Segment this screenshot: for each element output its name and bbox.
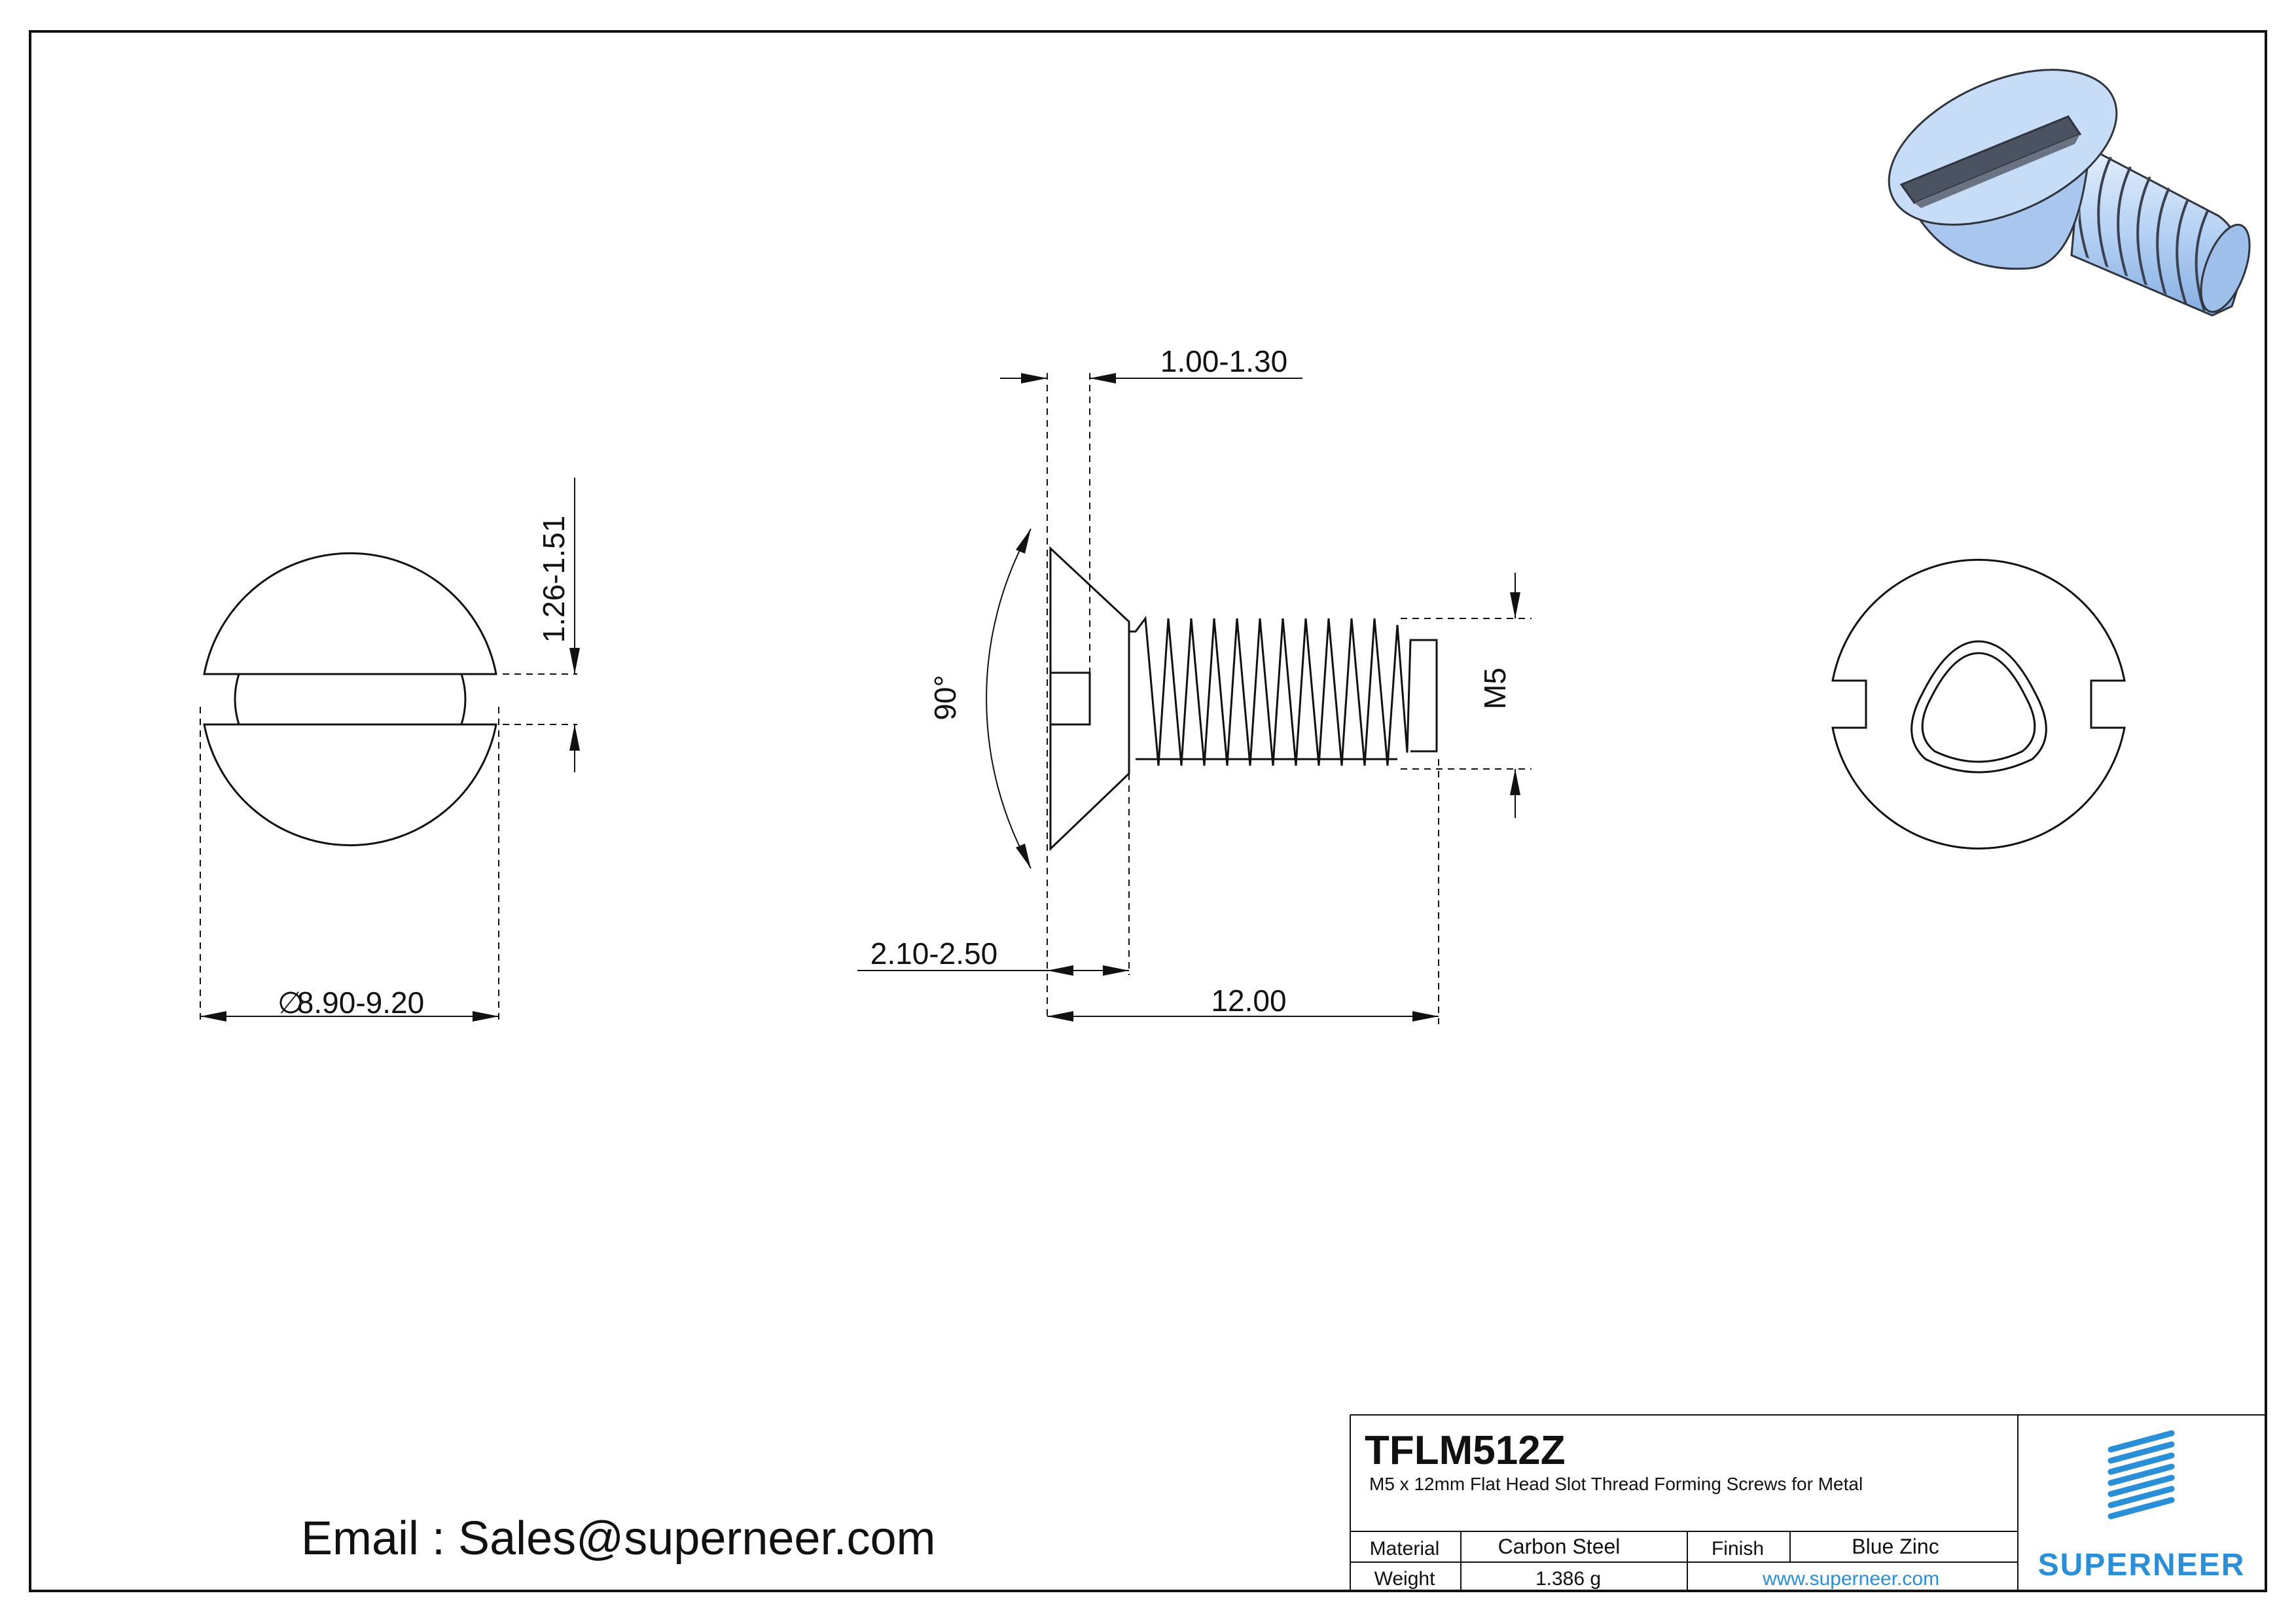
screw-side-view [857, 373, 1532, 1024]
finish-label: Finish [1712, 1538, 1764, 1560]
head-height-dimension: 2.10-2.50 [870, 936, 997, 971]
part-description: M5 x 12mm Flat Head Slot Thread Forming … [1369, 1474, 1863, 1494]
screw-3d-render [1888, 69, 2251, 317]
weight-label: Weight [1374, 1568, 1435, 1590]
part-number: TFLM512Z [1365, 1428, 1566, 1473]
head-diameter-dimension: 8.90-9.20 [297, 986, 424, 1020]
weight-value: 1.386 g [1535, 1568, 1601, 1590]
slot-depth-dimension: 1.00-1.30 [1160, 344, 1287, 378]
material-value: Carbon Steel [1498, 1535, 1621, 1558]
slot-width-dimension: 1.26-1.51 [537, 516, 571, 643]
drawing-border [29, 30, 2267, 1592]
finish-value: Blue Zinc [1852, 1535, 1939, 1558]
diameter-symbol: ∅ [278, 986, 304, 1020]
screw-end-view [1831, 559, 2126, 849]
material-label: Material [1370, 1538, 1440, 1560]
title-block-frame [1350, 1414, 2266, 1591]
length-dimension: 12.00 [1211, 984, 1286, 1018]
thread-size-dimension: M5 [1478, 668, 1512, 709]
website-link[interactable]: www.superneer.com [1762, 1568, 1939, 1590]
contact-email[interactable]: Email : Sales@superneer.com [301, 1512, 936, 1565]
brand-name: SUPERNEER [2038, 1548, 2246, 1582]
head-angle-dimension: 90° [928, 675, 962, 721]
head-top-view [200, 478, 580, 1024]
superneer-logo-icon [2108, 1430, 2175, 1520]
